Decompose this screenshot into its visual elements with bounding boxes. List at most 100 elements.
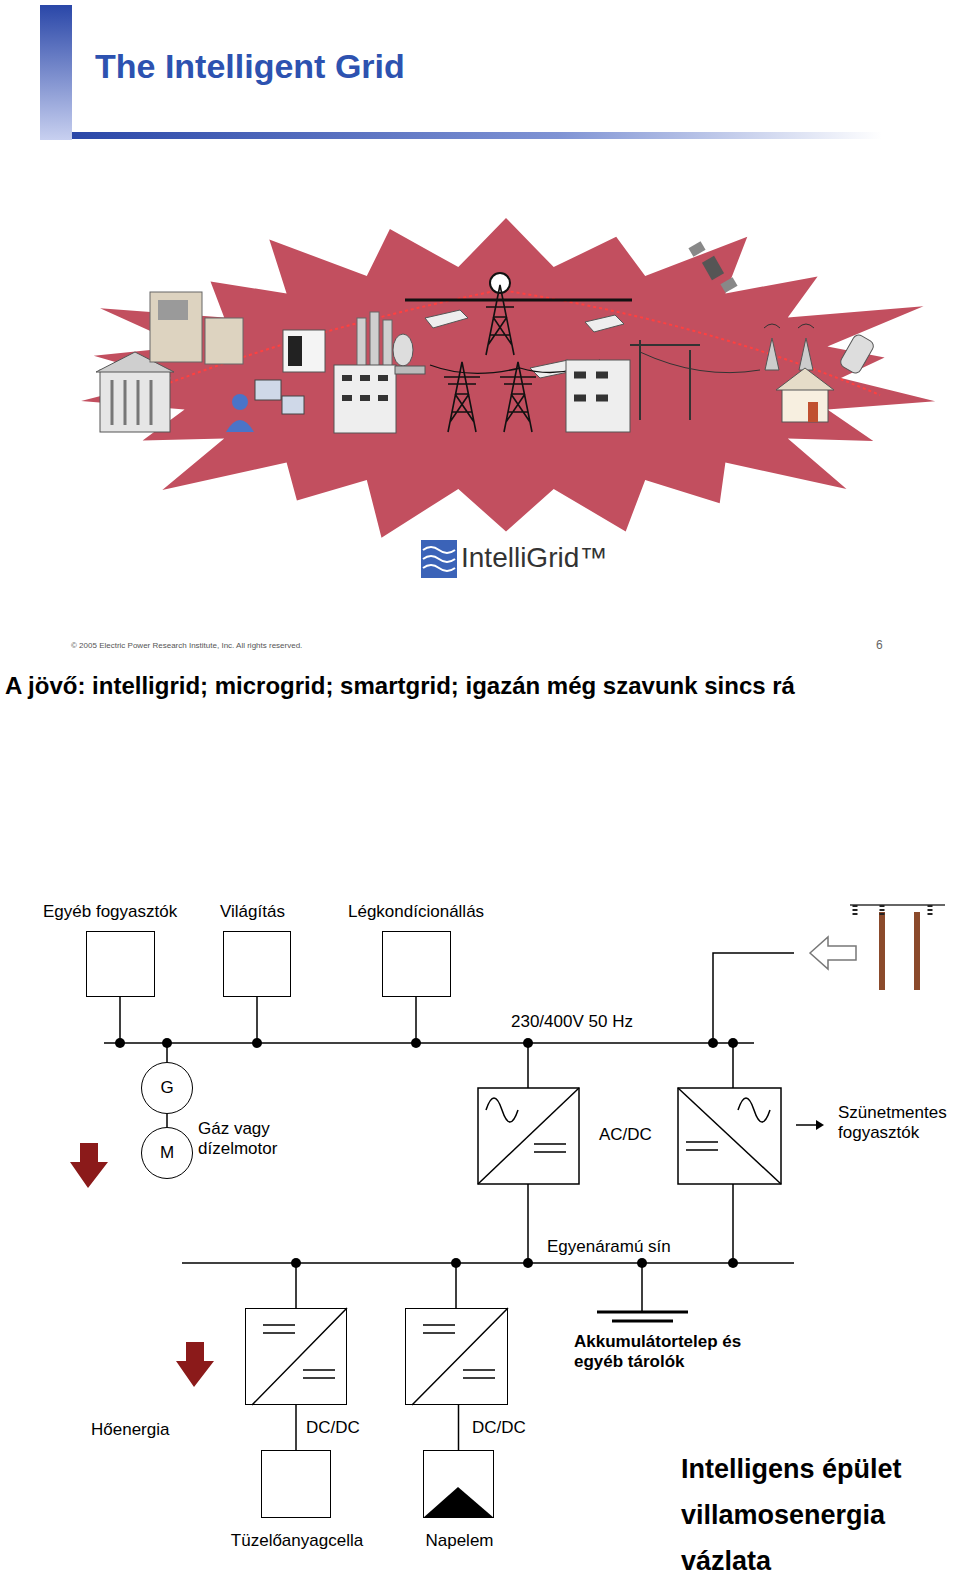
cabinet — [205, 318, 243, 364]
antenna — [799, 338, 813, 370]
output-arrow — [796, 1124, 816, 1126]
dcdc-converter-box: DC/DC — [245, 1308, 347, 1405]
operator-workstation — [226, 380, 304, 432]
node-heading: Napelem — [425, 1531, 493, 1551]
building-columns — [112, 380, 151, 425]
slide-title: The Intelligent Grid — [95, 46, 405, 86]
house-wall — [782, 388, 828, 422]
tower — [482, 285, 518, 355]
dot — [115, 1038, 125, 1048]
intelligrid-logo — [421, 540, 457, 578]
slide-rule — [72, 132, 882, 139]
antennas — [764, 324, 814, 370]
battery-plate — [597, 1311, 688, 1314]
house — [776, 368, 834, 422]
substation — [566, 340, 760, 432]
person-body — [226, 420, 254, 432]
insulators — [855, 905, 930, 915]
monitor — [255, 380, 281, 400]
node-heading: DC/DC — [306, 1418, 360, 1438]
satellite — [688, 241, 737, 293]
connector — [166, 1114, 168, 1127]
substation-box — [566, 360, 630, 432]
converter-feeders — [528, 1043, 733, 1263]
dot — [162, 1038, 172, 1048]
junction-dots — [115, 1038, 738, 1268]
wiring — [104, 953, 816, 1405]
utility-poles — [850, 905, 945, 990]
bank-building — [96, 352, 174, 432]
rectifier-box — [478, 1088, 579, 1184]
storage-label: Akkumulátortelep és egyéb tárolók — [574, 1332, 749, 1372]
dc-bus — [182, 1262, 794, 1264]
starburst-shape — [81, 218, 935, 538]
substation-panels — [574, 375, 608, 398]
heat-label: Hőenergia — [91, 1420, 169, 1440]
connector — [295, 1405, 297, 1450]
dot — [708, 1038, 718, 1048]
ups-load-label: Szünetmentes fogyasztók — [838, 1103, 956, 1143]
building-body — [100, 370, 170, 432]
dot — [411, 1038, 421, 1048]
service-line — [640, 352, 760, 373]
satellite-body — [702, 256, 724, 280]
satellite-dish — [393, 334, 425, 374]
solar-wing — [720, 277, 737, 293]
logo-square — [421, 540, 457, 578]
dot — [523, 1258, 533, 1268]
node-heading: Világítás — [220, 902, 285, 922]
dcdc-symbol — [412, 1308, 508, 1405]
dot — [291, 1258, 301, 1268]
line-bar — [405, 299, 632, 302]
copyright: © 2005 Electric Power Research Institute… — [71, 641, 302, 651]
server — [283, 330, 325, 372]
caption: A jövő: intelligrid; microgrid; smartgri… — [5, 671, 795, 701]
dot — [728, 1038, 738, 1048]
solar-wing — [688, 241, 705, 257]
fuel-cell-box: Tüzelőanyagcella — [261, 1450, 331, 1518]
server-front — [288, 336, 302, 366]
engine-label: Gáz vagy dízelmotor — [198, 1119, 298, 1159]
rectifier-diagonal — [478, 1088, 579, 1184]
ac-bus — [104, 1042, 754, 1044]
router — [585, 315, 624, 332]
sine-symbol — [486, 1098, 518, 1122]
mobile-phone — [838, 333, 875, 375]
dc-bus-label: Egyenáramú sín — [547, 1237, 671, 1257]
dot — [637, 1258, 647, 1268]
inverter-box — [678, 1088, 781, 1184]
heat-arrow — [176, 1342, 238, 1387]
node-heading: Tüzelőanyagcella — [231, 1531, 363, 1551]
dc-feeders — [296, 1263, 642, 1312]
dc-symbol — [534, 1144, 566, 1152]
logo-text: IntelliGrid™ — [461, 542, 607, 574]
dot — [252, 1038, 262, 1048]
output-arrowhead — [816, 1120, 824, 1130]
dot — [451, 1258, 461, 1268]
inverter-diagonal — [678, 1088, 781, 1184]
monitor — [282, 396, 304, 414]
house-roof — [776, 368, 834, 390]
battery-plate — [612, 1320, 673, 1323]
tower-top — [490, 273, 510, 293]
supply-arrow — [810, 937, 856, 969]
load-box: Világítás — [223, 931, 291, 997]
cabinet — [150, 292, 202, 362]
dcdc-converter-box: DC/DC — [405, 1308, 508, 1405]
router — [425, 310, 468, 328]
node-text: G — [160, 1078, 173, 1098]
heat-arrow — [70, 1143, 132, 1188]
node-heading: Egyéb fogyasztók — [43, 902, 177, 922]
person-head — [232, 394, 248, 410]
antenna — [765, 338, 779, 370]
cabinet-panel — [158, 300, 188, 320]
dc-symbol — [686, 1142, 718, 1150]
node-text: M — [160, 1143, 174, 1163]
load-feeders — [120, 997, 416, 1062]
transmission-towers — [405, 273, 632, 432]
dcdc-symbol — [252, 1308, 347, 1405]
control-cabinets — [150, 292, 243, 364]
converter-label: AC/DC — [599, 1125, 652, 1145]
plant-building — [334, 365, 396, 433]
